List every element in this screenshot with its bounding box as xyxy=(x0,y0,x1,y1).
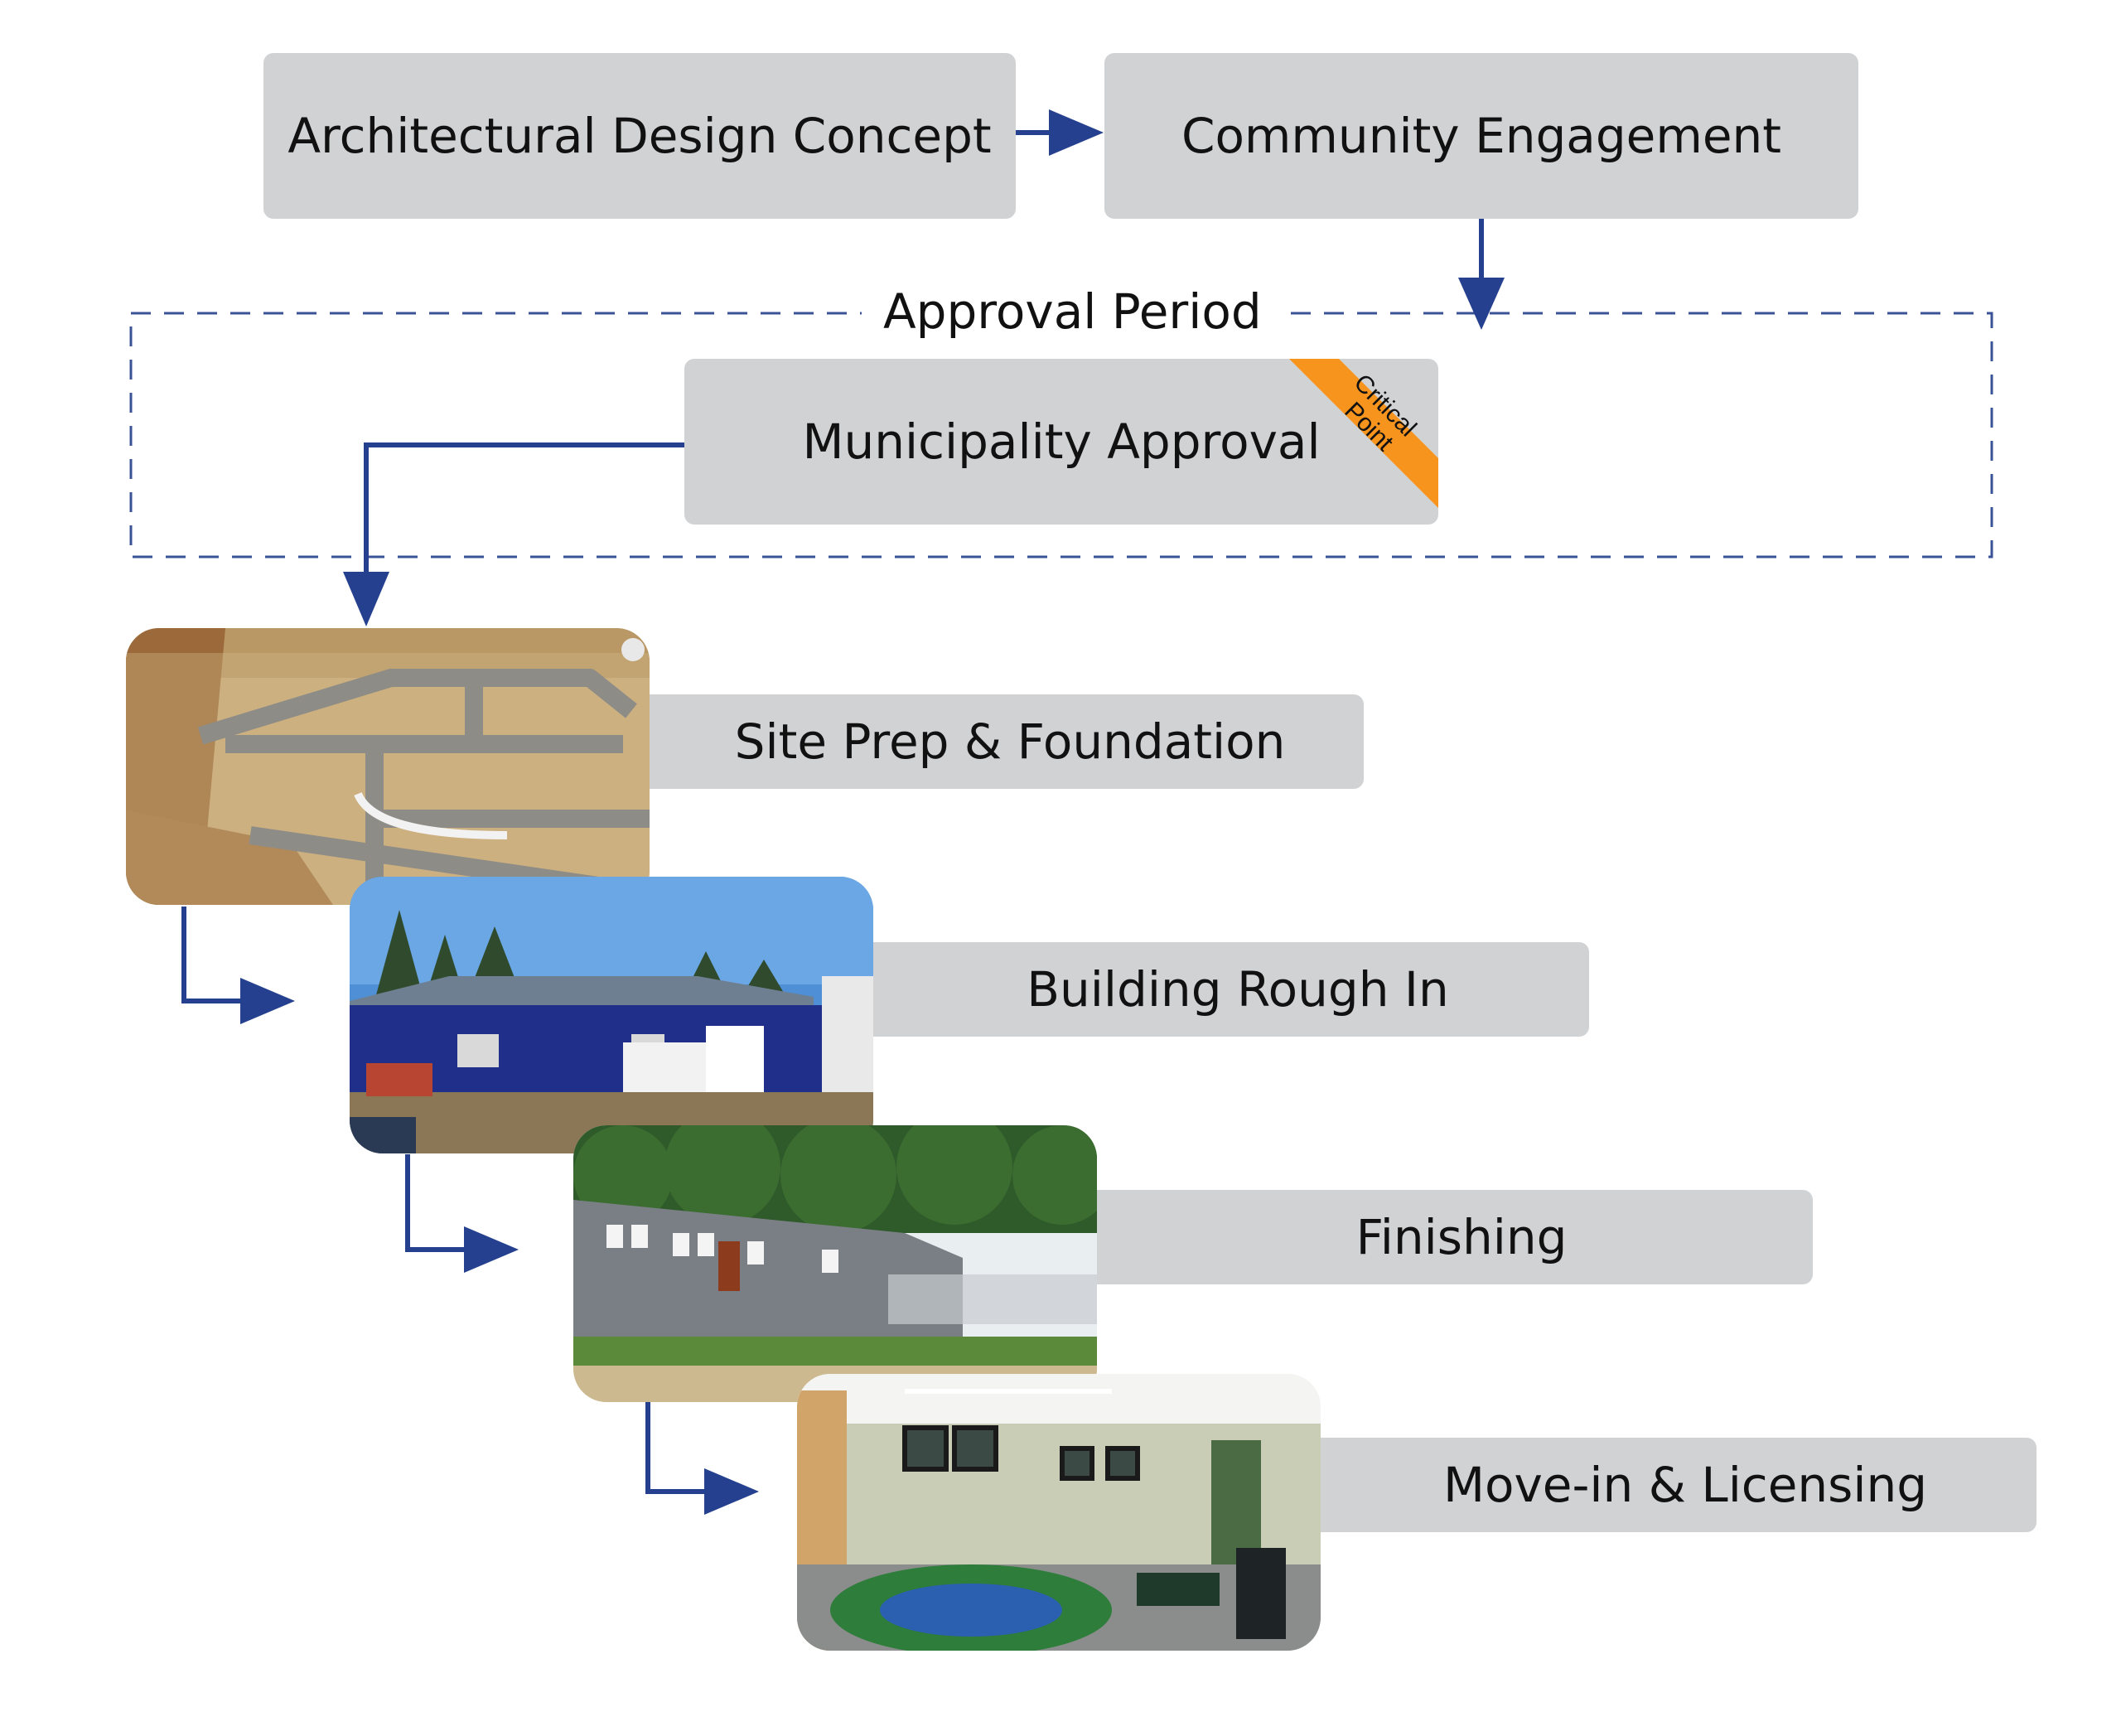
arrow-right-icon xyxy=(645,1402,759,1515)
rough-in-box: Building Rough In xyxy=(853,942,1589,1037)
foundation-photo xyxy=(126,628,650,905)
site-prep-label: Site Prep & Foundation xyxy=(734,713,1286,770)
design-concept-label: Architectural Design Concept xyxy=(287,108,992,164)
approval-period-title: Approval Period xyxy=(862,280,1283,343)
finishing-label: Finishing xyxy=(1355,1209,1568,1265)
arrow-down-icon xyxy=(1458,217,1505,330)
move-in-photo xyxy=(797,1374,1321,1651)
arrow-right-icon xyxy=(405,1154,519,1273)
finishing-box: Finishing xyxy=(1077,1190,1813,1284)
municipality-approval-label: Municipality Approval xyxy=(802,413,1321,470)
community-engagement-box: Community Engagement xyxy=(1104,53,1858,219)
rough-in-photo xyxy=(350,877,873,1153)
critical-point-badge: Critical Point xyxy=(1289,359,1438,508)
move-in-label: Move-in & Licensing xyxy=(1442,1457,1928,1513)
rough-in-label: Building Rough In xyxy=(1027,961,1449,1018)
move-in-box: Move-in & Licensing xyxy=(1301,1438,2036,1532)
finishing-photo xyxy=(573,1125,1097,1402)
arrow-down-icon xyxy=(343,442,684,626)
arrow-right-icon xyxy=(1016,109,1104,156)
arrow-right-icon xyxy=(181,907,295,1024)
community-engagement-label: Community Engagement xyxy=(1181,108,1782,164)
site-prep-box: Site Prep & Foundation xyxy=(623,694,1364,789)
design-concept-box: Architectural Design Concept xyxy=(263,53,1016,219)
municipality-approval-box: Municipality Approval Critical Point xyxy=(684,359,1438,525)
